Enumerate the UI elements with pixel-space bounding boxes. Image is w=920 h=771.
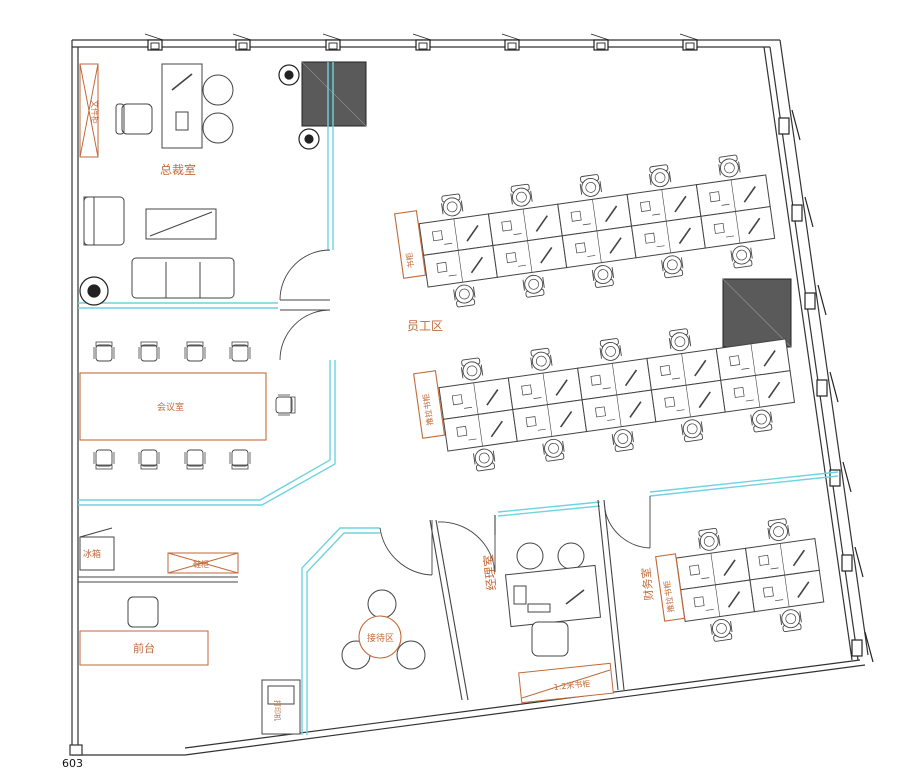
staff-desks-lower: [413, 327, 796, 472]
label-ceo-cabinet: 文件柜: [90, 100, 100, 124]
label-fridge: 冰箱: [83, 548, 101, 560]
door-swings: [279, 249, 651, 576]
ceo-office-furniture: [79, 63, 235, 299]
glass-partitions: [78, 62, 839, 735]
manager-room-furniture: [504, 542, 614, 704]
reception-area-furniture: [341, 589, 426, 670]
staff-desks-upper: [394, 154, 776, 308]
ceiling-fixtures: [79, 64, 320, 306]
drawing-code: 603: [62, 757, 83, 770]
label-staff-area: 员工区: [407, 319, 443, 333]
label-manager-room: 经理室: [480, 554, 499, 591]
front-desk-furniture: [79, 527, 301, 735]
label-reception-area: 接待区: [367, 632, 394, 644]
label-finance-room: 财务室: [639, 567, 656, 601]
label-meeting-room: 会议室: [157, 401, 184, 413]
finance-desks: [655, 517, 825, 643]
right-windows: [778, 109, 874, 663]
label-finance-cabinet: 推拉书柜: [662, 580, 676, 613]
structural-columns: [301, 61, 792, 348]
outer-walls: [69, 39, 869, 756]
furniture-labels: 文件柜 书柜 推拉书柜 推拉书柜 1.2米书柜 冰箱 鞋柜 打印机: [83, 100, 676, 721]
label-manager-cabinet: 1.2米书柜: [553, 678, 591, 692]
label-staff-cabinet-1: 书柜: [404, 252, 416, 269]
room-labels: 总裁室 会议室 员工区 前台 接待区 经理室 财务室: [133, 162, 656, 655]
meeting-room-furniture: [79, 341, 296, 470]
label-ceo-office: 总裁室: [160, 162, 196, 177]
label-printer: 打印机: [273, 700, 282, 721]
label-shoe-cabinet: 鞋柜: [193, 559, 209, 569]
interior-walls: [78, 499, 625, 701]
label-front-desk: 前台: [133, 641, 155, 655]
label-staff-cabinet-2: 推拉书柜: [421, 393, 435, 426]
